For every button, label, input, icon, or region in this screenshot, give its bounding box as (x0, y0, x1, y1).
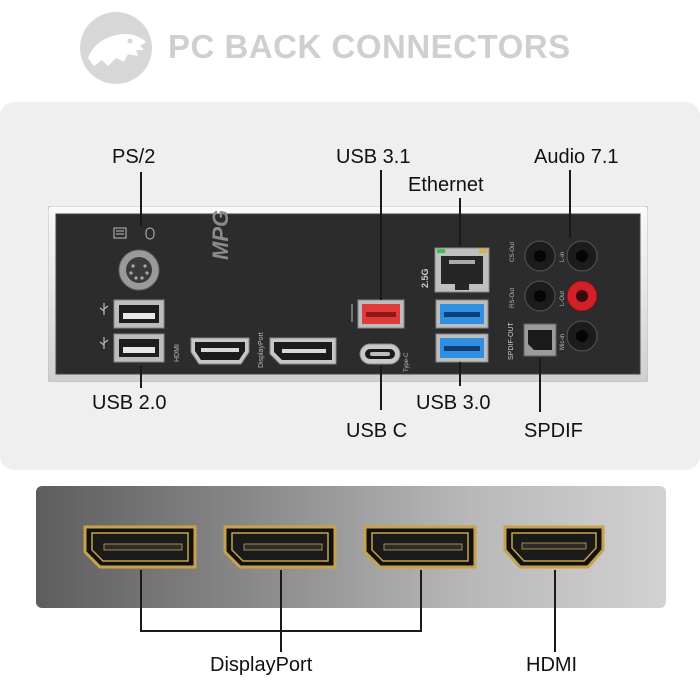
board-displayport-text: DisplayPort (258, 332, 265, 368)
board-brand-text: MPG (208, 209, 233, 260)
label-hdmi: HDMI (526, 654, 578, 676)
spdif-port (523, 323, 557, 357)
leader-audio (569, 170, 571, 238)
usb-symbol-icon (99, 303, 109, 349)
audio-jacks (524, 240, 598, 352)
page-title: PC BACK CONNECTORS (168, 28, 571, 65)
leader-ethernet (459, 198, 461, 246)
header: PC BACK CONNECTORS (0, 0, 700, 95)
leader-usb31 (380, 170, 382, 300)
leader-usb30 (459, 362, 461, 386)
board-typec-text: Type-C (404, 352, 410, 372)
displayport-large-3 (363, 525, 477, 569)
label-spdif: SPDIF (524, 420, 583, 442)
usb31-port (351, 299, 405, 329)
label-displayport: DisplayPort (210, 654, 313, 676)
hdmi-large (503, 525, 605, 569)
leader-ps2 (140, 172, 142, 226)
board-rs-out-text: RS-Out (510, 287, 516, 308)
leader-dp-bracket (140, 630, 422, 632)
usb30-ports (435, 299, 489, 363)
ps2-port (113, 227, 160, 291)
hdmi-port-board (190, 337, 250, 365)
displayport-large-2 (223, 525, 337, 569)
leader-spdif (539, 358, 541, 412)
label-ethernet: Ethernet (408, 174, 484, 196)
usb20-ports (99, 299, 165, 363)
label-audio: Audio 7.1 (534, 146, 619, 168)
label-usb20: USB 2.0 (92, 392, 167, 414)
ethernet-port (434, 247, 490, 293)
board-spdif-out-text: SPDIF-OUT (508, 322, 515, 360)
label-usb31: USB 3.1 (336, 146, 411, 168)
leader-dp-3 (420, 570, 422, 632)
leader-dp-2 (280, 570, 282, 652)
displayport-port-board (269, 337, 337, 365)
board-cs-out-text: CS-Out (510, 241, 516, 262)
leader-usbc (380, 366, 382, 410)
keyboard-mouse-icon (113, 227, 155, 240)
displayport-large-1 (83, 525, 197, 569)
leader-hdmi (554, 570, 556, 652)
label-usb30: USB 3.0 (416, 392, 491, 414)
board-lan-speed-text: 2.5G (420, 268, 430, 288)
label-usbc: USB C (346, 420, 408, 442)
label-ps2: PS/2 (112, 146, 156, 168)
usb-c-port (359, 343, 401, 365)
logo-dino-icon (80, 12, 152, 84)
board-hdmi-text: HDMI (174, 344, 181, 362)
leader-dp-1 (140, 570, 142, 632)
leader-usb20 (140, 366, 142, 388)
